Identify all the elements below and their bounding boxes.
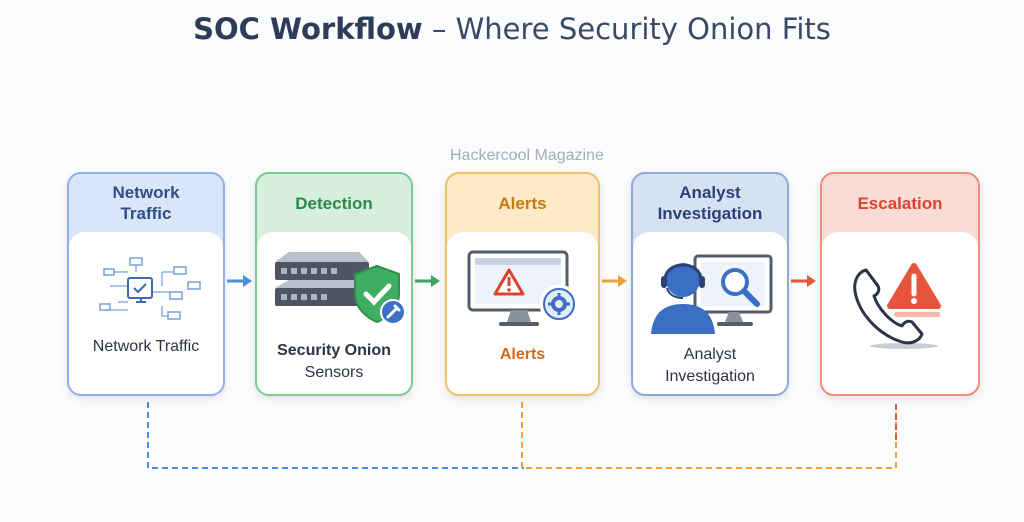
step-header: Alerts	[447, 174, 598, 232]
header-line: Detection	[295, 193, 373, 213]
arrow-icon	[791, 275, 816, 287]
sensor-shield-icon	[275, 252, 406, 325]
step-body: Alerts	[447, 232, 598, 394]
header-line: Analyst	[679, 183, 741, 202]
header-line: Investigation	[657, 204, 763, 223]
step-label: Alerts	[499, 346, 546, 363]
monitor-alert-icon	[467, 250, 579, 326]
watermark: Hackercool Magazine	[450, 147, 604, 164]
page-title: SOC Workflow – Where Security Onion Fits	[0, 12, 1024, 46]
arrow-icon	[602, 275, 627, 287]
step-escalation: Escalation	[820, 172, 980, 396]
step-label: Network Traffic	[92, 338, 200, 355]
step-alerts: Alerts Alerts	[445, 172, 600, 396]
header-line: Escalation	[857, 193, 943, 213]
step-header: Detection	[257, 174, 411, 232]
step-label: Analyst	[683, 346, 737, 363]
header-line: Network	[112, 183, 180, 202]
title-light: – Where Security Onion Fits	[431, 12, 831, 46]
step-body: Analyst Investigation	[633, 232, 787, 394]
network-diagram-icon	[99, 257, 201, 320]
step-body: Network Traffic	[69, 232, 223, 394]
phone-warning-icon	[853, 263, 941, 349]
arrow-icon	[415, 275, 440, 287]
step-body: Security Onion Sensors	[257, 232, 411, 394]
step-detection: Detection Security Onion Sensors	[255, 172, 413, 396]
step-body	[822, 232, 978, 394]
title-bold: SOC Workflow	[193, 12, 423, 46]
step-header: Escalation	[822, 174, 978, 232]
arrow-icon	[227, 275, 252, 287]
analyst-magnifier-icon	[651, 254, 773, 334]
step-label: Security Onion	[277, 342, 391, 359]
feedback-line-orange	[521, 402, 897, 469]
feedback-line-blue	[147, 402, 524, 469]
step-label: Sensors	[304, 364, 364, 381]
step-label: Investigation	[665, 368, 755, 385]
header-line: Traffic	[120, 204, 172, 223]
header-line: Alerts	[498, 193, 547, 213]
